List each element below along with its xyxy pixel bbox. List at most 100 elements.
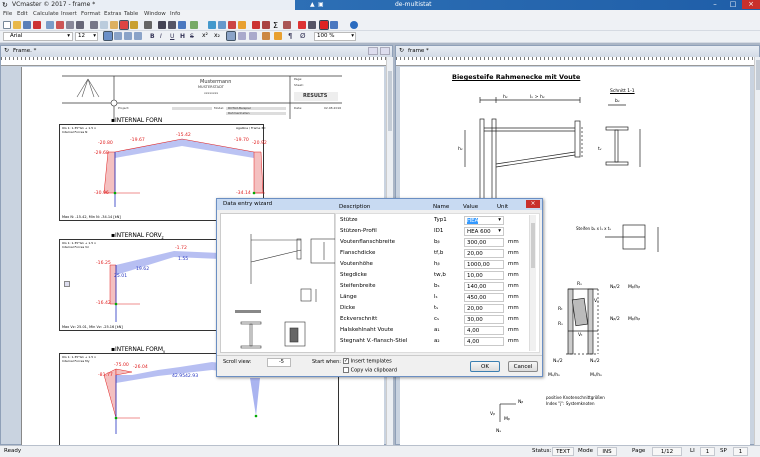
vertical-scrollbar-right[interactable]	[754, 57, 760, 445]
help-icon[interactable]	[350, 21, 358, 29]
scrollbar-thumb[interactable]	[531, 223, 535, 268]
new-icon[interactable]	[3, 21, 11, 29]
lock-icon[interactable]: ▣	[318, 1, 324, 8]
align-left-icon[interactable]	[103, 31, 113, 41]
horizontal-ruler-right[interactable]	[396, 57, 754, 66]
row-unit: mm	[508, 239, 519, 245]
replace-icon[interactable]	[168, 21, 176, 29]
undo-icon[interactable]	[144, 21, 152, 29]
find-icon[interactable]	[158, 21, 166, 29]
save-pdf-icon[interactable]	[33, 21, 41, 29]
cancel-button[interactable]: Cancel	[508, 361, 538, 372]
value-input[interactable]: 300,00	[464, 238, 504, 247]
ok-button[interactable]: OK	[470, 361, 500, 372]
justify-icon[interactable]	[134, 32, 142, 40]
windows-icon[interactable]	[218, 21, 226, 29]
row-value: 140,00	[467, 284, 487, 290]
empty-set-icon[interactable]: Ø	[300, 32, 306, 40]
horizontal-ruler[interactable]	[1, 57, 386, 66]
paragraph-icon[interactable]: ¶	[288, 32, 293, 40]
heading-button[interactable]: H	[180, 33, 186, 40]
lock-doc-icon[interactable]	[238, 21, 246, 29]
dialog-close-button[interactable]: ×	[526, 200, 540, 208]
calc-icon[interactable]	[208, 21, 216, 29]
graphics-icon[interactable]	[190, 21, 198, 29]
value-input[interactable]: 140,00	[464, 282, 504, 291]
subscript-icon[interactable]: x₂	[214, 32, 220, 39]
frame-diagram-n	[103, 138, 265, 207]
value-input[interactable]: 10,00	[464, 271, 504, 280]
frame-icon[interactable]	[178, 21, 186, 29]
scroll-view-spinner[interactable]: -5	[267, 358, 291, 367]
line-spacing-single-icon[interactable]	[226, 31, 236, 41]
anchor-icon[interactable]	[64, 281, 70, 287]
menu-window[interactable]: Window	[144, 11, 166, 17]
bold-button[interactable]: B	[150, 33, 155, 40]
copy-clipboard-checkbox[interactable]: Copy via clipboard	[343, 367, 397, 374]
color-icon[interactable]	[262, 32, 270, 40]
close-button[interactable]: ×	[742, 0, 760, 9]
value-input[interactable]: 450,00	[464, 293, 504, 302]
menu-info[interactable]: Info	[170, 11, 181, 17]
maximize-button[interactable]: □	[729, 0, 737, 8]
paste-icon[interactable]	[110, 21, 118, 29]
zoom-select[interactable]: 100 %▾	[314, 32, 356, 41]
spellcheck-icon[interactable]	[76, 21, 84, 29]
font-select[interactable]: Arial▾	[3, 32, 73, 41]
insert-templates-checkbox[interactable]: ✓ Insert templates	[343, 358, 392, 365]
paste-special-icon[interactable]	[119, 20, 129, 30]
book-icon[interactable]	[228, 21, 236, 29]
menu-format[interactable]: Format	[81, 11, 101, 17]
line-spacing-1-5-icon[interactable]	[238, 32, 246, 40]
minimize-button[interactable]: –	[713, 0, 717, 8]
spacing-icon[interactable]	[274, 32, 282, 40]
align-right-icon[interactable]	[124, 32, 132, 40]
tools-icon[interactable]	[308, 21, 316, 29]
value-input[interactable]: 1000,00	[464, 260, 504, 269]
restore-button[interactable]	[368, 47, 378, 55]
preview-icon[interactable]	[46, 21, 54, 29]
recalc-icon[interactable]	[262, 21, 270, 29]
menu-extras[interactable]: Extras	[104, 11, 122, 17]
superscript-icon[interactable]: x²	[202, 32, 208, 39]
value-dropdown[interactable]: HEA▾	[464, 216, 504, 225]
value-input[interactable]: 4,00	[464, 326, 504, 335]
checkbox-box[interactable]	[343, 367, 349, 373]
value-input[interactable]: 4,00	[464, 337, 504, 346]
save-icon[interactable]	[23, 21, 31, 29]
sum-icon[interactable]: Σ	[273, 21, 279, 30]
check-icon[interactable]	[298, 21, 306, 29]
scrollbar-thumb[interactable]	[388, 71, 392, 131]
menu-file[interactable]: File	[3, 11, 13, 17]
format-painter-icon[interactable]	[130, 21, 138, 29]
insert-template-icon[interactable]	[319, 20, 329, 30]
formula-icon[interactable]	[283, 21, 291, 29]
align-center-icon[interactable]	[114, 32, 122, 40]
font-size-select[interactable]: 12▾	[75, 32, 98, 41]
menu-table[interactable]: Table	[124, 11, 139, 17]
underline-button[interactable]: U	[170, 33, 175, 40]
value-input[interactable]: 20,00	[464, 249, 504, 258]
value-dropdown[interactable]: HEA 600▾	[464, 227, 504, 236]
strikethrough-button[interactable]: S	[190, 33, 194, 40]
variables-icon[interactable]	[252, 21, 260, 29]
print-preview-icon[interactable]	[56, 21, 64, 29]
value-input[interactable]: 20,00	[464, 304, 504, 313]
doc-icon: ↻	[4, 47, 10, 54]
checkbox-box[interactable]: ✓	[343, 358, 349, 364]
close-window-button[interactable]	[380, 47, 390, 55]
print-icon[interactable]	[66, 21, 74, 29]
copy-icon[interactable]	[100, 21, 108, 29]
table-scrollbar[interactable]	[529, 215, 536, 351]
pin-icon[interactable]: ▲	[310, 1, 315, 8]
cut-icon[interactable]	[90, 21, 98, 29]
open-icon[interactable]	[13, 21, 21, 29]
scrollbar-thumb[interactable]	[756, 60, 760, 90]
value-input[interactable]: 30,00	[464, 315, 504, 324]
menu-calculate[interactable]: Calculate	[33, 11, 59, 17]
menu-insert[interactable]: Insert	[61, 11, 77, 17]
navigate-icon[interactable]	[330, 21, 338, 29]
line-spacing-double-icon[interactable]	[249, 32, 257, 40]
italic-button[interactable]: I	[160, 33, 162, 40]
menu-edit[interactable]: Edit	[17, 11, 28, 17]
